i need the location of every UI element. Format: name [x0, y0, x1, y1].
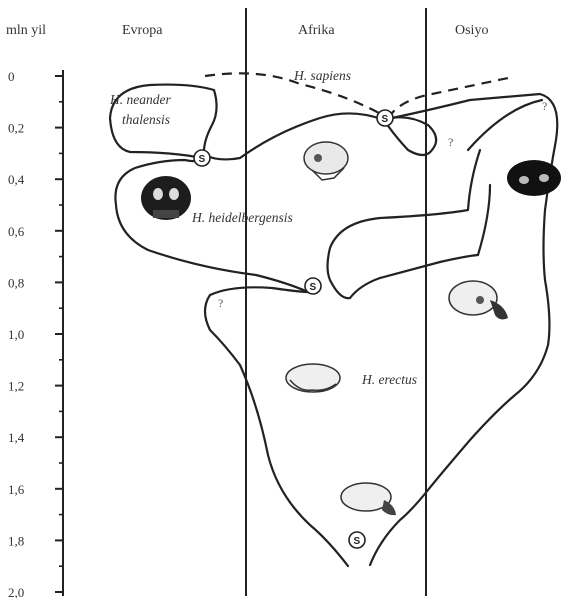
skull-asia-black: [507, 160, 561, 196]
skull-asia-erectus: [449, 281, 508, 319]
uncertain-marker-europe: ?: [218, 296, 223, 310]
time-axis-header: mln yil: [6, 23, 46, 38]
svg-text:S: S: [354, 536, 361, 547]
skull-africa-early: [341, 483, 396, 515]
svg-text:S: S: [199, 154, 206, 165]
time-axis-tick-label: 1,6: [8, 482, 25, 497]
label-h-neanderthalensis-2: thalensis: [122, 112, 170, 127]
time-axis-tick-label: 0,6: [8, 224, 25, 239]
uncertain-marker-asia: ?: [542, 99, 547, 113]
time-axis-tick-label: 1,2: [8, 379, 24, 394]
label-h-heidelbergensis: H. heidelbergensis: [191, 210, 293, 225]
speciation-marker-sapiens: S: [377, 110, 393, 126]
svg-text:S: S: [310, 282, 317, 293]
skull-neanderthal: [141, 176, 191, 220]
speciation-marker-heidelbergensis: S: [305, 278, 321, 294]
time-axis-tick-label: 1,4: [8, 430, 25, 445]
europe-header: Evropa: [122, 23, 163, 38]
label-h-neanderthalensis-1: H. neander: [109, 92, 171, 107]
skull-africa-heidelbergensis: [304, 142, 348, 180]
time-axis-tick-label: 1,0: [8, 327, 24, 342]
svg-text:S: S: [382, 114, 389, 125]
time-axis-tick-label: 0,2: [8, 121, 24, 136]
time-axis-ticks: 0 0,2 0,4 0,6 0,8 1,0 1,2 1,4 1,6 1,8 2,0: [8, 69, 63, 598]
time-axis-tick-label: 0,8: [8, 275, 24, 290]
label-h-erectus: H. erectus: [361, 372, 417, 387]
time-axis-tick-label: 1,8: [8, 533, 24, 548]
asia-header: Osiyo: [455, 23, 488, 38]
asia-lobe-outline: [328, 100, 543, 298]
speciation-marker-erectus: S: [349, 532, 365, 548]
time-axis-tick-label: 2,0: [8, 585, 24, 598]
time-axis-tick-label: 0: [8, 69, 15, 84]
africa-header: Afrika: [298, 23, 335, 38]
label-h-sapiens: H. sapiens: [293, 68, 351, 83]
uncertain-marker-africa: ?: [448, 135, 453, 149]
time-axis-tick-label: 0,4: [8, 172, 25, 187]
skull-africa-erectus: [286, 364, 340, 392]
speciation-marker-neanderthal: S: [194, 150, 210, 166]
